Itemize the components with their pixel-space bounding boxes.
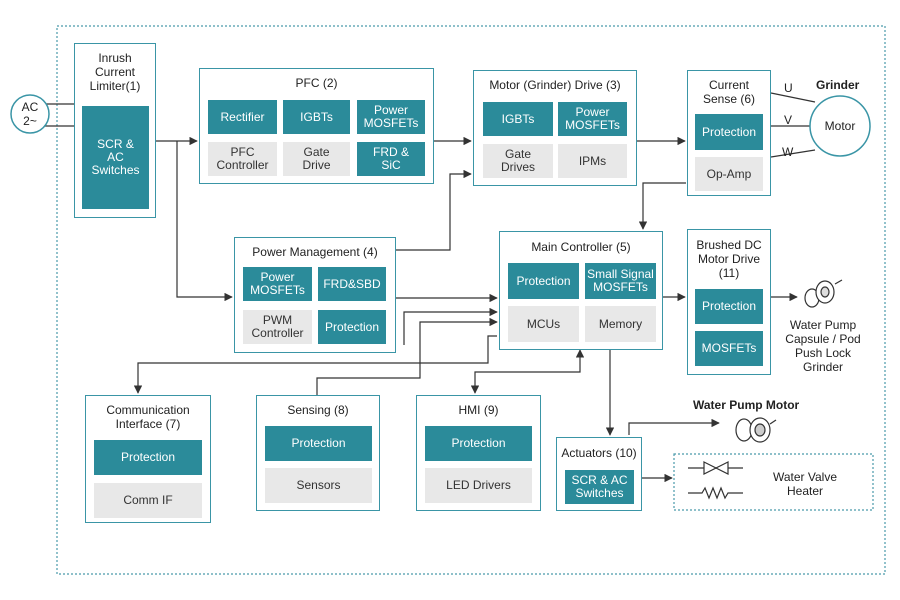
actuators-scr-ac-switches: SCR & AC Switches [565, 470, 634, 504]
main-controller-small-signal-mosfets: Small Signal MOSFETs [585, 263, 656, 299]
hmi-protection: Protection [425, 426, 532, 461]
power-mgmt-protection: Protection [318, 310, 386, 344]
power-mgmt-title: Power Management (4) [252, 245, 378, 259]
comm-title: Communication Interface (7) [106, 403, 190, 431]
load-group-box [673, 453, 874, 511]
motor-symbol [809, 95, 871, 157]
actuators-title: Actuators (10) [561, 446, 637, 460]
main-controller-protection: Protection [508, 263, 579, 299]
actuators-to-pump-motor-arrow [628, 418, 720, 435]
current-sense-title: Current Sense (6) [702, 78, 756, 106]
sensing-sensors: Sensors [265, 468, 372, 503]
current-sense-op-amp: Op-Amp [695, 157, 763, 191]
comm-protection: Protection [94, 440, 202, 475]
grinder-heading: Grinder [816, 78, 860, 92]
power-mgmt-feed-arrow [403, 307, 498, 345]
power-mgmt-pwm-controller: PWM Controller [243, 310, 312, 344]
power-mgmt-to-motor-drive-arrow [396, 169, 472, 251]
current-sense-to-main-controller-arrow [638, 182, 686, 230]
water-valve-symbol [688, 461, 743, 475]
phase-v-label: V [784, 113, 793, 127]
ac-source-symbol [10, 94, 50, 134]
motor-drive-igbts: IGBTs [483, 102, 553, 136]
brushed-dc-title: Brushed DC Motor Drive (11) [696, 238, 762, 280]
ac-source-label: AC 2~ [21, 100, 39, 128]
power-mgmt-frd-sbd: FRD&SBD [318, 267, 386, 301]
pfc-igbts: IGBTs [283, 100, 350, 134]
sensing-title: Sensing (8) [287, 403, 349, 417]
pfc-frd-sic: FRD & SiC [357, 142, 425, 176]
sensing-protection: Protection [265, 426, 372, 461]
phase-w-line [770, 149, 816, 158]
main-controller-title: Main Controller (5) [531, 240, 631, 254]
main-controller-memory: Memory [585, 306, 656, 342]
phase-u-line [770, 92, 816, 103]
hmi-led-drivers: LED Drivers [425, 468, 532, 503]
hmi-title: HMI (9) [458, 403, 499, 417]
main-controller-mcus: MCUs [508, 306, 579, 342]
brushed-dc-protection: Protection [695, 289, 763, 324]
phase-u-label: U [784, 81, 793, 95]
motor-label: Motor [824, 119, 856, 133]
phase-w-label: W [782, 145, 794, 159]
water-pump-icon [804, 279, 843, 308]
heater-symbol [688, 486, 743, 500]
water-pump-loads-label: Water Pump Capsule / Pod Push Lock Grind… [785, 318, 861, 374]
system-boundary [56, 25, 886, 575]
inrush-title: Inrush Current Limiter(1) [89, 51, 141, 93]
motor-drive-title: Motor (Grinder) Drive (3) [489, 78, 621, 92]
power-mgmt-power-mosfets: Power MOSFETs [243, 267, 312, 301]
sensing-to-main-controller-arrow [316, 317, 498, 395]
water-pump-motor-label: Water Pump Motor [693, 398, 800, 412]
motor-drive-ipms: IPMs [558, 144, 627, 178]
pfc-gate-drive: Gate Drive [283, 142, 350, 176]
pfc-controller: PFC Controller [208, 142, 277, 176]
motor-drive-gate-drives: Gate Drives [483, 144, 553, 178]
bus-to-power-mgmt-arrow [176, 141, 233, 302]
water-pump-motor-icon [735, 417, 777, 443]
pfc-power-mosfets: Power MOSFETs [357, 100, 425, 134]
comm-if: Comm IF [94, 483, 202, 518]
brushed-dc-mosfets: MOSFETs [695, 331, 763, 366]
connectors [44, 92, 816, 483]
motor-drive-power-mosfets: Power MOSFETs [558, 102, 627, 136]
current-sense-protection: Protection [695, 114, 763, 150]
pfc-title: PFC (2) [295, 76, 338, 90]
inrush-scr-cell: SCR & AC Switches [82, 106, 149, 209]
main-controller-hmi-link [470, 349, 585, 394]
pfc-rectifier: Rectifier [208, 100, 277, 134]
valve-heater-label: Water Valve Heater [772, 470, 838, 498]
